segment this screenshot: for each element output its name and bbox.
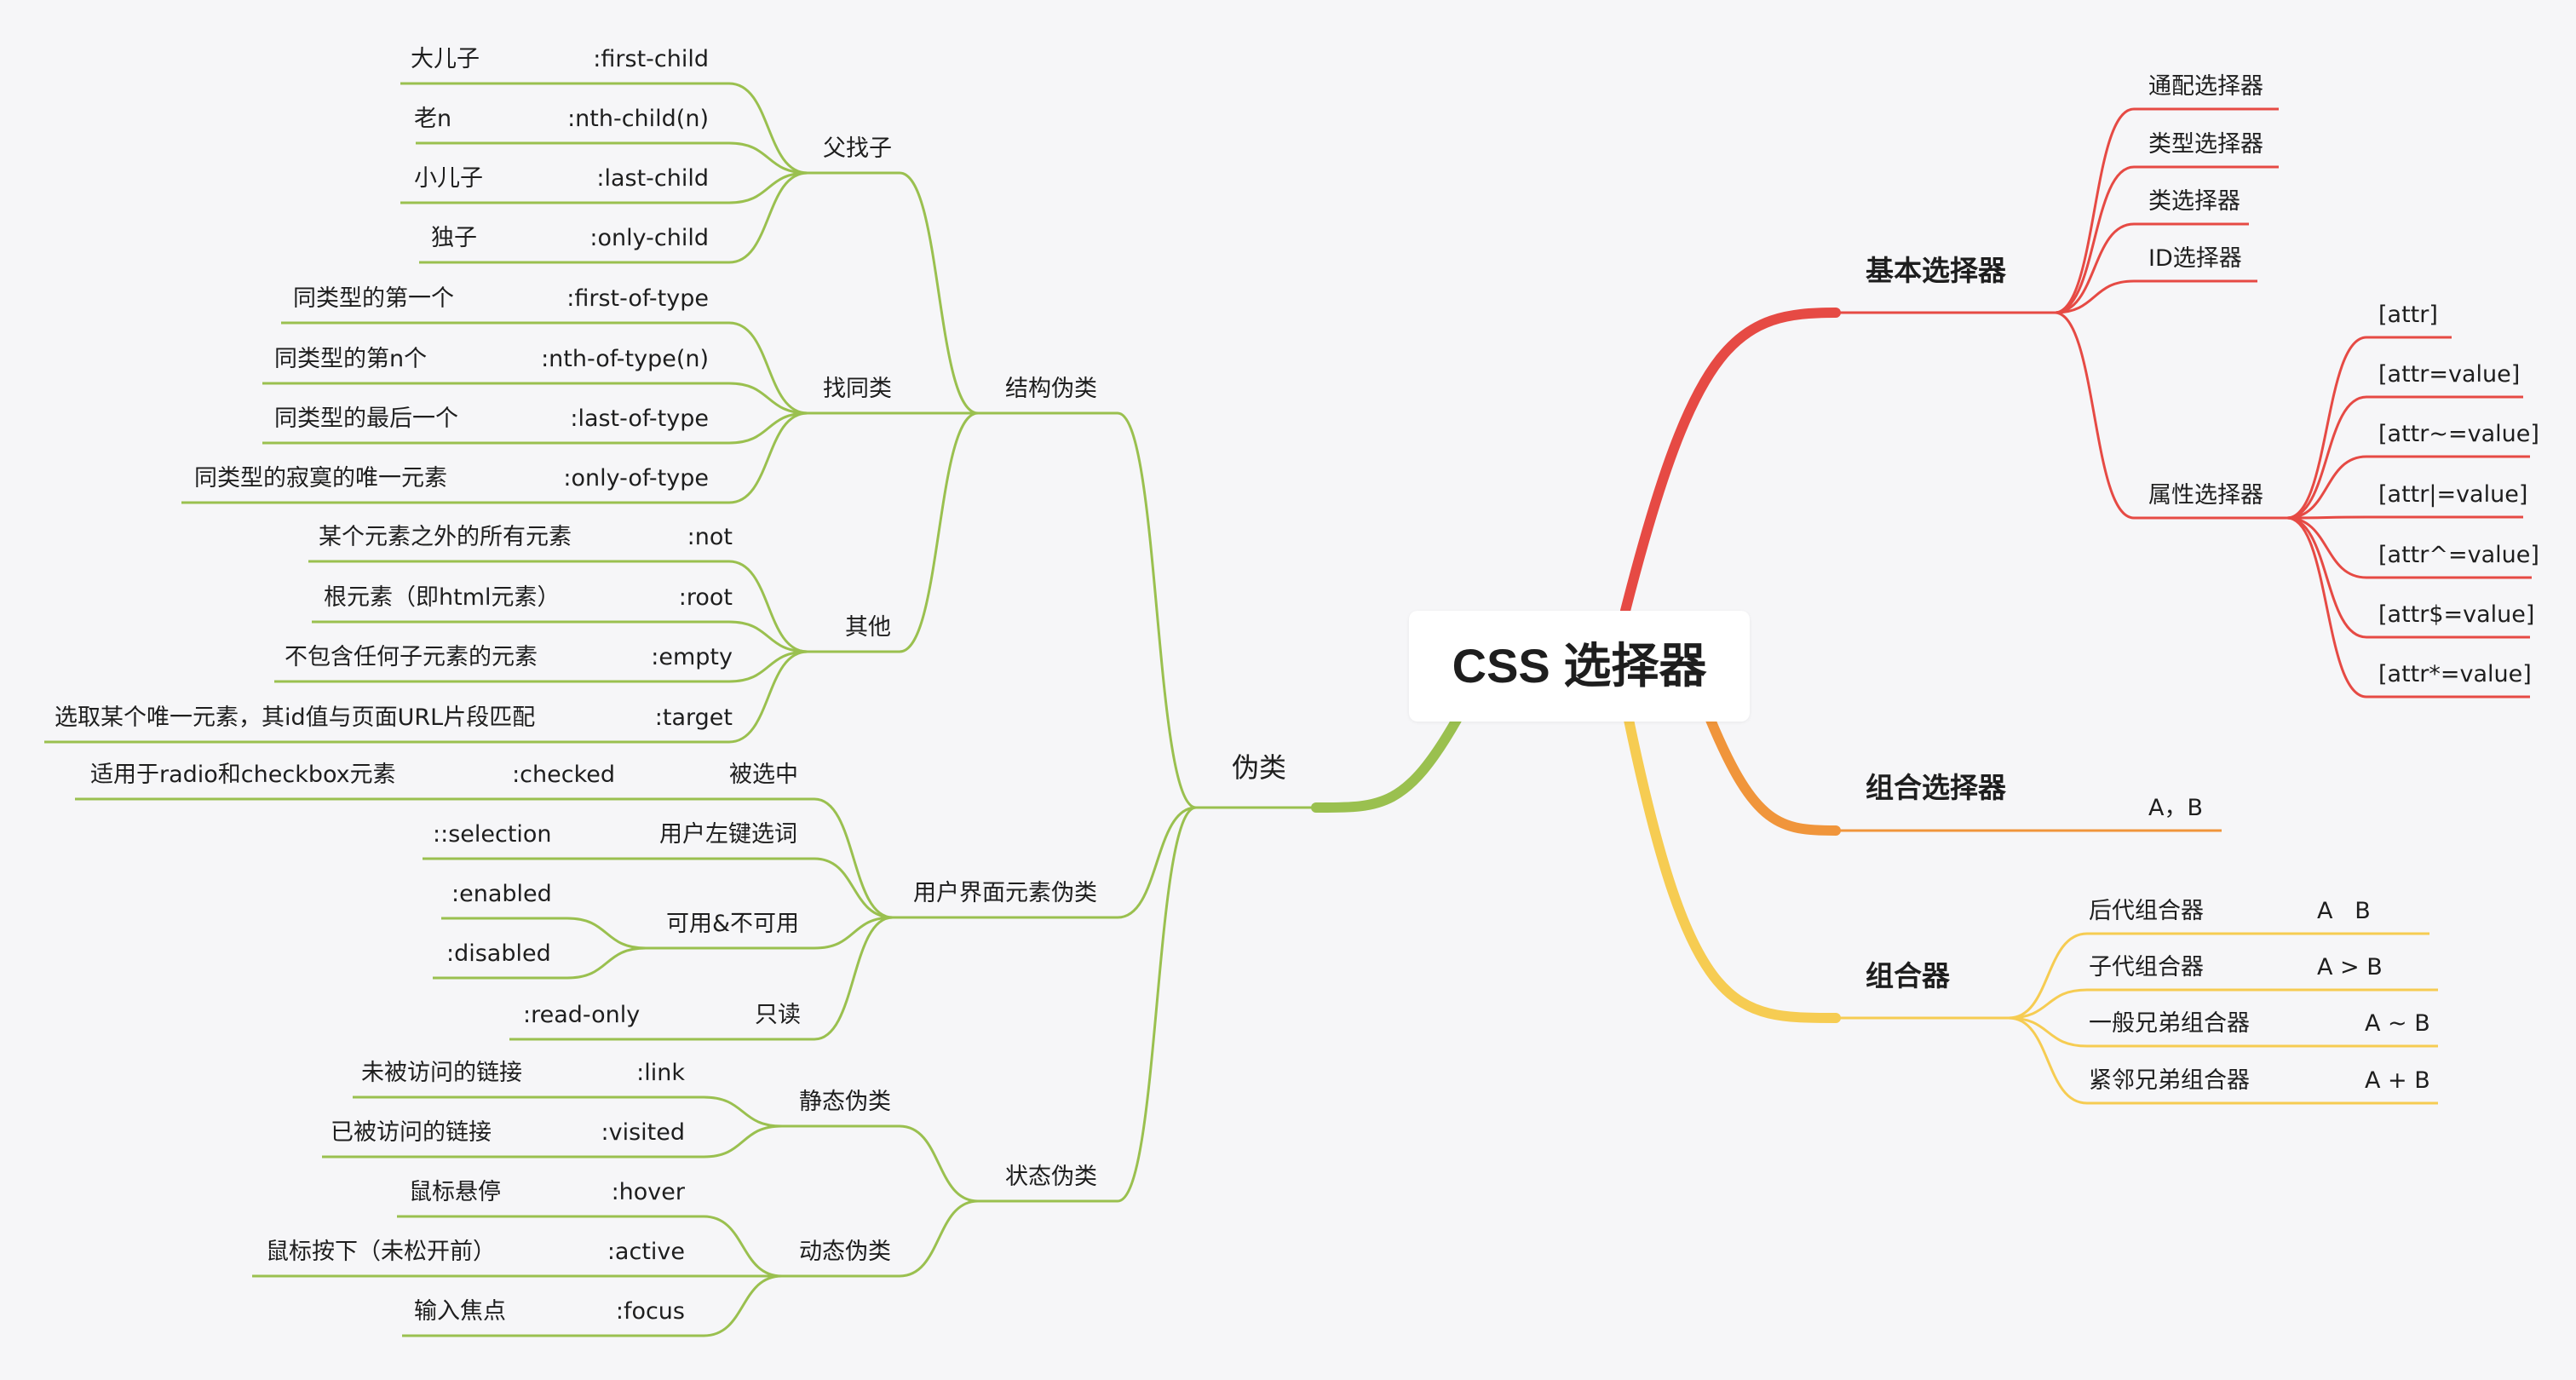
structural-pseudo-node[interactable]: 结构伪类 bbox=[1005, 376, 1097, 402]
leaf-selector[interactable]: :last-child bbox=[596, 165, 709, 192]
combinator-name[interactable]: 紧邻兄弟组合器 bbox=[2089, 1067, 2250, 1094]
static-pseudo-node[interactable]: 静态伪类 bbox=[799, 1089, 891, 1115]
combinator-syntax: A + B bbox=[2365, 1067, 2430, 1094]
other-structural-node[interactable]: 其他 bbox=[845, 614, 891, 641]
combinator-syntax: A B bbox=[2317, 898, 2371, 924]
leaf-selector[interactable]: :nth-of-type(n) bbox=[541, 346, 709, 372]
pseudo-class-node[interactable]: 伪类 bbox=[1232, 751, 1287, 784]
attr-item[interactable]: [attr$=value] bbox=[2378, 601, 2535, 628]
leaf-selector[interactable]: :only-child bbox=[589, 225, 709, 251]
leaf-selector[interactable]: :focus bbox=[615, 1298, 685, 1325]
leaf-selector[interactable]: :visited bbox=[601, 1119, 685, 1146]
leaf-selector[interactable]: :first-child bbox=[593, 46, 709, 72]
branch-group-main bbox=[1705, 715, 1841, 836]
leaf-desc: 同类型的第一个 bbox=[293, 285, 454, 312]
available-node[interactable]: 可用&不可用 bbox=[666, 911, 800, 937]
leaf-desc: 输入焦点 bbox=[414, 1298, 506, 1325]
class-selector-node[interactable]: 类选择器 bbox=[2148, 188, 2240, 215]
selection-node[interactable]: 用户左键选词 bbox=[659, 821, 797, 848]
attr-item[interactable]: [attr] bbox=[2378, 302, 2438, 328]
leaf-selector[interactable]: :nth-child(n) bbox=[567, 106, 709, 132]
basic-selector-node[interactable]: 基本选择器 bbox=[1866, 254, 2006, 287]
leaf-desc: 选取某个唯一元素，其id值与页面URL片段匹配 bbox=[55, 704, 536, 731]
leaf-selector[interactable]: :not bbox=[687, 524, 733, 550]
leaf-selector[interactable]: :root bbox=[678, 584, 733, 611]
attr-item[interactable]: [attr*=value] bbox=[2378, 661, 2532, 687]
checked-desc: 适用于radio和checkbox元素 bbox=[90, 762, 396, 788]
leaf-desc: 独子 bbox=[431, 225, 477, 251]
same-type-node[interactable]: 找同类 bbox=[823, 376, 892, 402]
leaf-desc: 小儿子 bbox=[414, 165, 483, 192]
attr-item[interactable]: [attr~=value] bbox=[2378, 421, 2539, 447]
leaf-desc: 大儿子 bbox=[411, 46, 480, 72]
ui-pseudo-node[interactable]: 用户界面元素伪类 bbox=[913, 880, 1097, 906]
leaf-desc: 鼠标悬停 bbox=[409, 1179, 501, 1205]
leaf-desc: 同类型的最后一个 bbox=[274, 405, 458, 432]
combinator-name[interactable]: 一般兄弟组合器 bbox=[2089, 1010, 2250, 1037]
branch-basic-main bbox=[1620, 308, 1841, 616]
id-selector-node[interactable]: ID选择器 bbox=[2148, 245, 2242, 272]
branch-pseudo-main bbox=[1311, 715, 1462, 814]
state-pseudo-node[interactable]: 状态伪类 bbox=[1005, 1164, 1097, 1190]
attr-item[interactable]: [attr|=value] bbox=[2378, 481, 2528, 508]
leaf-desc: 根元素（即html元素） bbox=[324, 584, 561, 611]
leaf-desc: 老n bbox=[414, 106, 452, 132]
checked-selector[interactable]: :checked bbox=[512, 762, 615, 788]
leaf-desc: 鼠标按下（未松开前） bbox=[266, 1239, 496, 1265]
leaf-desc: 同类型的寂寞的唯一元素 bbox=[194, 465, 447, 492]
disabled-selector[interactable]: :disabled bbox=[446, 940, 551, 967]
dynamic-pseudo-node[interactable]: 动态伪类 bbox=[799, 1239, 891, 1265]
leaf-desc: 未被访问的链接 bbox=[361, 1060, 522, 1086]
combinators-node[interactable]: 组合器 bbox=[1866, 959, 1950, 992]
group-selector-node[interactable]: 组合选择器 bbox=[1866, 771, 2006, 804]
readonly-selector[interactable]: :read-only bbox=[523, 1002, 641, 1028]
group-selector-example[interactable]: A，B bbox=[2148, 795, 2203, 821]
combinator-name[interactable]: 后代组合器 bbox=[2089, 898, 2204, 924]
universal-selector-node[interactable]: 通配选择器 bbox=[2148, 73, 2263, 100]
leaf-selector[interactable]: :first-of-type bbox=[566, 285, 709, 312]
root-node[interactable]: CSS 选择器 bbox=[1409, 611, 1750, 722]
attr-item[interactable]: [attr=value] bbox=[2378, 361, 2521, 388]
readonly-node[interactable]: 只读 bbox=[755, 1002, 801, 1028]
attr-item[interactable]: [attr^=value] bbox=[2378, 542, 2539, 568]
checked-node[interactable]: 被选中 bbox=[729, 762, 798, 788]
leaf-desc: 某个元素之外的所有元素 bbox=[319, 524, 572, 550]
leaf-desc: 已被访问的链接 bbox=[331, 1119, 492, 1146]
branch-combinators-main bbox=[1624, 715, 1841, 1023]
type-selector-node[interactable]: 类型选择器 bbox=[2148, 131, 2263, 158]
leaf-selector[interactable]: :active bbox=[607, 1239, 685, 1265]
leaf-selector[interactable]: :last-of-type bbox=[570, 405, 709, 432]
leaf-selector[interactable]: :target bbox=[654, 704, 733, 731]
combinator-name[interactable]: 子代组合器 bbox=[2089, 954, 2204, 980]
leaf-selector[interactable]: :only-of-type bbox=[563, 465, 709, 492]
selection-selector[interactable]: ::selection bbox=[433, 821, 552, 848]
leaf-selector[interactable]: :empty bbox=[651, 644, 733, 670]
combinator-syntax: A ~ B bbox=[2365, 1010, 2430, 1037]
leaf-selector[interactable]: :hover bbox=[611, 1179, 685, 1205]
leaf-selector[interactable]: :link bbox=[636, 1060, 685, 1086]
enabled-selector[interactable]: :enabled bbox=[451, 881, 552, 907]
attribute-selector-node[interactable]: 属性选择器 bbox=[2148, 482, 2263, 509]
root-label: CSS 选择器 bbox=[1452, 639, 1707, 693]
leaf-desc: 不包含任何子元素的元素 bbox=[285, 644, 538, 670]
combinator-syntax: A > B bbox=[2317, 954, 2383, 980]
leaf-desc: 同类型的第n个 bbox=[274, 346, 428, 372]
parent-child-node[interactable]: 父找子 bbox=[823, 135, 892, 162]
